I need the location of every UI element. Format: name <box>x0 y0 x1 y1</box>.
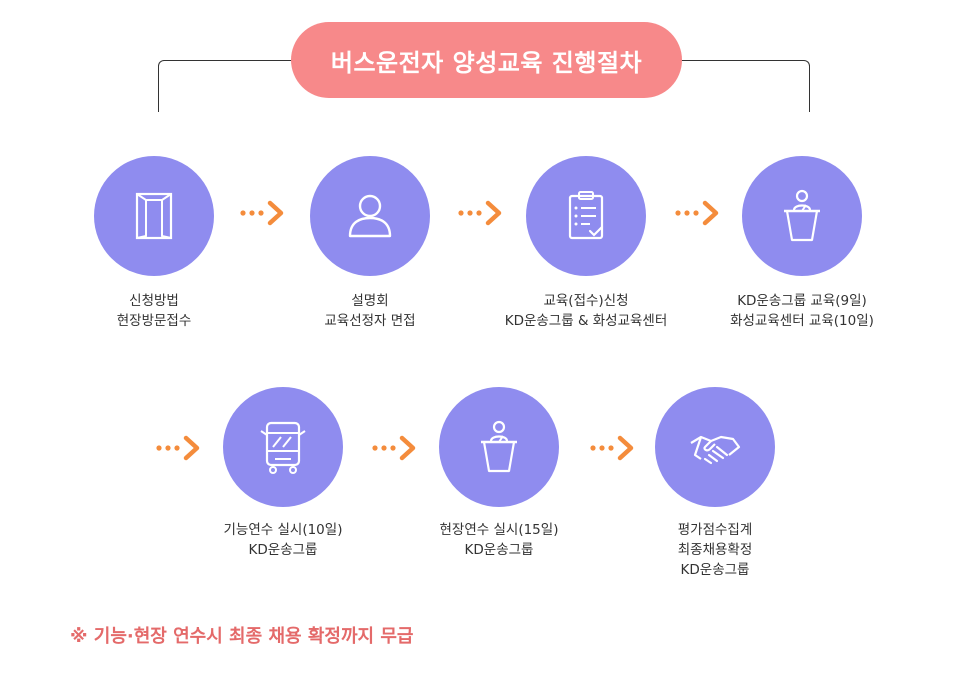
step-label-line: 현장방문접수 <box>116 313 192 329</box>
step-4-circle <box>742 156 862 276</box>
step-label-line: 화성교육센터 교육(10일) <box>730 313 874 329</box>
step-2-circle <box>310 156 430 276</box>
step-label-line: KD운송그룹 & 화성교육센터 <box>504 313 668 329</box>
step-3-label: 교육(접수)신청 KD운송그룹 & 화성교육센터 <box>476 291 696 331</box>
step-7-label: 평가점수집계 최종채용확정 KD운송그룹 <box>605 520 825 580</box>
step-label-line: 기능연수 실시(10일) <box>223 522 343 538</box>
step-label-line: 교육선정자 면접 <box>324 313 416 329</box>
step-1-label: 신청방법 현장방문접수 <box>44 291 264 331</box>
step-6-label: 현장연수 실시(15일) KD운송그룹 <box>389 520 609 560</box>
person-icon <box>348 194 392 238</box>
step-4-label: KD운송그룹 교육(9일) 화성교육센터 교육(10일) <box>692 291 912 331</box>
step-label-line: 현장연수 실시(15일) <box>439 522 559 538</box>
step-2-label: 설명회 교육선정자 면접 <box>260 291 480 331</box>
step-label-line: 교육(접수)신청 <box>543 293 629 309</box>
clipboard-icon <box>568 191 604 240</box>
step-7-circle <box>655 387 775 507</box>
step-label-line: 최종채용확정 <box>677 542 753 558</box>
step-label-line: 신청방법 <box>129 293 179 309</box>
dotted-arrow-icon <box>458 200 502 226</box>
step-5-label: 기능연수 실시(10일) KD운송그룹 <box>173 520 393 560</box>
bus-icon <box>260 421 306 474</box>
dotted-arrow-icon <box>240 200 284 226</box>
step-3-circle <box>526 156 646 276</box>
step-label-line: KD운송그룹 <box>464 542 534 558</box>
step-5-circle <box>223 387 343 507</box>
dotted-arrow-icon <box>156 435 200 461</box>
step-6-circle <box>439 387 559 507</box>
handshake-icon <box>690 435 741 465</box>
dotted-arrow-icon <box>372 435 416 461</box>
lecturer-podium-icon <box>784 189 820 242</box>
dotted-arrow-icon <box>590 435 634 461</box>
envelope-icon <box>135 192 173 240</box>
step-1-circle <box>94 156 214 276</box>
footnote: ※ 기능·현장 연수시 최종 채용 확정까지 무급 <box>70 626 414 647</box>
step-label-line: 평가점수집계 <box>677 522 753 538</box>
page-title: 버스운전자 양성교육 진행절차 <box>291 22 682 98</box>
step-label-line: 설명회 <box>351 293 389 309</box>
step-label-line: KD운송그룹 <box>248 542 318 558</box>
step-label-line: KD운송그룹 교육(9일) <box>737 293 867 309</box>
lecturer-podium-icon <box>481 420 517 473</box>
step-label-line: KD운송그룹 <box>680 562 750 578</box>
dotted-arrow-icon <box>675 200 719 226</box>
